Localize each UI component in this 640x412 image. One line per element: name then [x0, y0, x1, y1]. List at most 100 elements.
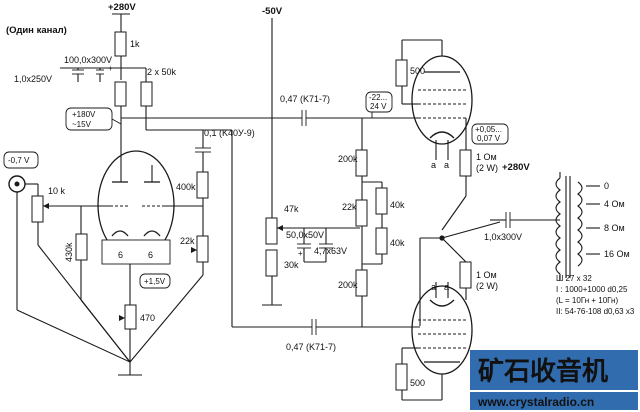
supply-bias: -50V — [262, 6, 283, 218]
label-430k: 430k — [64, 242, 74, 262]
cathode-label-6b: 6 — [148, 250, 153, 260]
svg-text:4,7x63V: 4,7x63V — [314, 246, 347, 256]
voltage-note-input: -0,7 V — [3, 151, 39, 169]
svg-text:50,0x50V: 50,0x50V — [286, 230, 324, 240]
resistor-470 — [124, 304, 137, 330]
svg-text:+280V: +280V — [502, 162, 530, 173]
tap-8ohm: 8 Ом — [604, 223, 625, 233]
supply-b-plus-top: +280V — [108, 2, 136, 32]
capacitor-1uf-250v: 1,0x250V + — [14, 64, 113, 84]
label-22k-left: 22k — [180, 236, 195, 246]
label-40k-a: 40k — [390, 200, 405, 210]
voltage-note-cathode: +1,5V — [139, 273, 171, 289]
svg-text:矿石收音机: 矿石收音机 — [478, 356, 608, 386]
resistor-50k-b — [140, 81, 153, 107]
resistor-1k — [114, 31, 127, 57]
supply-b-plus-right: +280V — [502, 162, 530, 173]
capacitor-100uf: 100,0x300V — [64, 55, 112, 82]
resistor-430k — [75, 233, 88, 261]
label-200k-bottom: 200k — [338, 280, 358, 290]
label-2x50k: 2 x 50k — [147, 67, 177, 77]
svg-text:a: a — [444, 160, 449, 170]
resistor-40k-a — [375, 187, 388, 215]
svg-text:1,0x300V: 1,0x300V — [484, 232, 522, 242]
label-400k: 400k — [176, 182, 196, 192]
label-200k-top: 200k — [338, 154, 358, 164]
tap-16ohm: 16 Ом — [604, 249, 630, 259]
schematic-title: (Один канал) — [6, 25, 67, 36]
svg-text:+180V: +180V — [72, 110, 96, 119]
svg-text:+: + — [108, 64, 113, 73]
potentiometer-22k-right — [355, 199, 368, 227]
transformer-spec-1: Ш 27 x 32 — [556, 274, 592, 283]
transformer-spec-2: I : 1000+1000 d0,25 — [556, 285, 628, 294]
svg-text:0,07 V: 0,07 V — [477, 134, 501, 143]
potentiometer-22k-left — [196, 235, 209, 263]
svg-text:-0,7 V: -0,7 V — [8, 156, 30, 165]
svg-text:-50V: -50V — [262, 6, 283, 17]
svg-text:0,1 (K40У-9): 0,1 (K40У-9) — [204, 128, 255, 138]
transformer-spec-4: II: 54-76-108 d0,63 x3 — [556, 307, 635, 316]
label-470: 470 — [140, 313, 155, 323]
svg-text:-22...: -22... — [369, 93, 387, 102]
svg-text:0,47 (K71-7): 0,47 (K71-7) — [286, 342, 336, 352]
resistor-400k — [196, 171, 209, 199]
resistor-200k-top — [355, 149, 368, 177]
voltage-note-grid: -22... 24 V — [365, 91, 393, 118]
capacitor-047-top: 0,47 (K71-7) — [280, 94, 372, 126]
svg-text:100,0x300V: 100,0x300V — [64, 55, 112, 65]
transformer-spec-3: (L = 10Гн + 10Гн) — [556, 296, 618, 305]
svg-text:24 V: 24 V — [370, 102, 387, 111]
output-transformer — [555, 172, 600, 280]
label-1ohm-bottom: 1 Ом — [476, 270, 497, 280]
label-47k: 47k — [284, 204, 299, 214]
resistor-500-bottom — [395, 363, 408, 391]
label-1ohm-bottom-w: (2 W) — [476, 281, 498, 291]
tube-input-triode — [97, 150, 175, 260]
capacitor-047-bottom: 0,47 (K71-7) — [286, 319, 420, 352]
svg-text:+280V: +280V — [108, 2, 136, 13]
voltage-note-output: +0,05... 0,07 V — [471, 123, 509, 145]
resistor-50k-a — [114, 81, 127, 107]
cathode-label-6a: 6 — [118, 250, 123, 260]
voltage-note-anode: +180V ~15V — [65, 107, 122, 131]
resistor-500-top — [395, 59, 408, 87]
svg-text:+1,5V: +1,5V — [144, 277, 166, 286]
label-1k: 1k — [130, 39, 140, 49]
svg-text:a: a — [431, 282, 436, 292]
capacitor-4-7uf: 4,7x63V — [314, 228, 347, 262]
label-1ohm-top-w: (2 W) — [476, 163, 498, 173]
label-1ohm-top: 1 Ом — [476, 152, 497, 162]
svg-text:~15V: ~15V — [72, 120, 92, 129]
tap-0: 0 — [604, 181, 609, 191]
capacitor-50uf: 50,0x50V + — [286, 228, 324, 262]
label-10k: 10 k — [48, 186, 66, 196]
svg-text:a: a — [444, 282, 449, 292]
input-jack-icon — [8, 175, 38, 310]
tube-output-bottom: a a — [411, 282, 473, 375]
svg-text:+: + — [298, 249, 303, 258]
label-500-bottom: 500 — [410, 378, 425, 388]
potentiometer-10k — [31, 195, 44, 223]
svg-text:+0,05...: +0,05... — [475, 125, 502, 134]
label-22k-right: 22k — [342, 202, 357, 212]
tap-4ohm: 4 Ом — [604, 199, 625, 209]
resistor-1ohm-top — [459, 149, 472, 177]
resistor-1ohm-bottom — [459, 261, 472, 289]
resistor-30k — [265, 249, 278, 277]
potentiometer-47k — [265, 217, 278, 245]
label-30k: 30k — [284, 260, 299, 270]
label-500-top: 500 — [410, 66, 425, 76]
svg-text:a: a — [431, 160, 436, 170]
capacitor-output-1uf: 1,0x300V — [484, 212, 560, 242]
label-40k-b: 40k — [390, 238, 405, 248]
capacitor-01: 0,1 (K40У-9) — [195, 128, 255, 327]
svg-text:0,47 (K71-7): 0,47 (K71-7) — [280, 94, 330, 104]
svg-text:www.crystalradio.cn: www.crystalradio.cn — [477, 395, 594, 409]
resistor-200k-bottom — [355, 269, 368, 297]
heater-box — [101, 239, 171, 265]
site-watermark: 矿石收音机 www.crystalradio.cn — [470, 350, 638, 410]
resistor-40k-b — [375, 227, 388, 255]
svg-text:1,0x250V: 1,0x250V — [14, 74, 52, 84]
